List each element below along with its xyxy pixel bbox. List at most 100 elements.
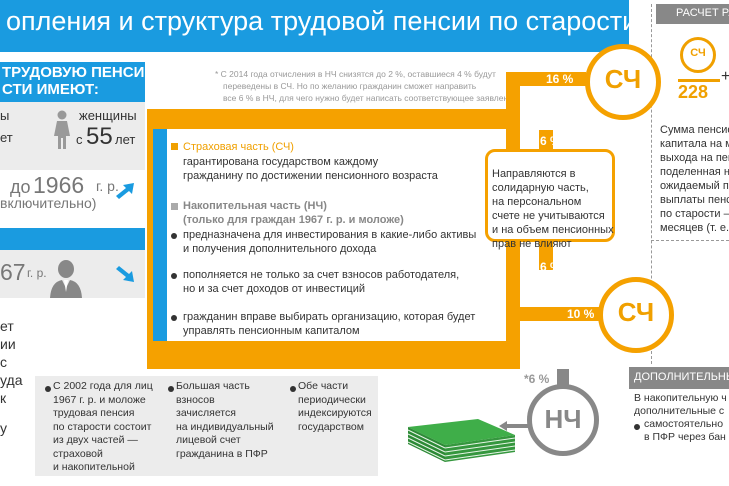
bottom-line: трудовая пенсия — [53, 407, 135, 419]
redirect-line: прав не влияют — [492, 238, 572, 250]
redirect-line: на персональном — [492, 196, 582, 208]
flow-line-10 — [520, 307, 600, 321]
footnote-line: все 6 % в НЧ, для чего нужно будет напис… — [223, 93, 518, 103]
page-title: опления и структура трудовой пенсии по с… — [6, 6, 638, 36]
nc-title-line: (только для граждан 1967 г. р. и моложе) — [183, 214, 404, 226]
pct-16: 16 % — [546, 72, 574, 86]
calc-desc-line: поделенная на — [660, 166, 729, 178]
man-icon — [48, 258, 84, 303]
nc-bullet-1: предназначена для инвестирования в какие… — [183, 228, 476, 256]
calc-description: Сумма пенсио капитала на м выхода на пен… — [660, 123, 729, 235]
bullet-line: управлять пенсионным капиталом — [183, 325, 360, 337]
left-title-line: СТИ ИМЕЮТ: — [2, 81, 99, 98]
sc-bullet-square — [171, 143, 178, 150]
redirect-line: солидарную часть, — [492, 182, 589, 194]
calc-desc-line: месяцев (т. е. 1 — [660, 222, 729, 234]
women-let: лет — [115, 132, 136, 147]
bullet-line: предназначена для инвестирования в какие… — [183, 229, 477, 241]
bottom-col-3: Обе части периодически индексируются гос… — [298, 380, 372, 434]
bullet-dot — [171, 273, 177, 279]
left-title-band — [0, 62, 145, 102]
pct-6-mid: 6 % — [540, 260, 561, 274]
left-separator-band — [0, 228, 145, 250]
calc-title: РАСЧЕТ РАЗ — [676, 7, 729, 19]
calc-desc-line: выхода на пен — [660, 152, 729, 164]
sc-circle-bottom-label: СЧ — [617, 297, 655, 327]
women-label: женщины — [79, 108, 137, 123]
footnote: * С 2014 года отчисления в НЧ снизятся д… — [215, 68, 518, 104]
dashed-divider — [651, 240, 729, 241]
flow-line-to-redirect — [539, 130, 553, 150]
bottom-line: взносов — [176, 393, 215, 406]
arrow-down-right-icon — [114, 265, 136, 290]
bottom-line: Обе части — [298, 380, 349, 392]
flow-line-from-redirect — [539, 242, 553, 270]
bullet-line: и получения дополнительного дохода — [183, 243, 377, 255]
left-fragment: с — [0, 354, 7, 370]
women-age: 55 — [86, 123, 113, 150]
left-fragment: у — [0, 420, 7, 436]
do-label: до — [10, 177, 31, 197]
bottom-line: на индивидуальный — [176, 420, 274, 433]
sc-description: гарантирована государством каждому гражд… — [183, 155, 438, 183]
bottom-line: Большая часть — [176, 380, 250, 392]
extra-header — [629, 367, 729, 389]
calc-plus: + — [721, 68, 729, 85]
bottom-line: по старости состоит — [53, 420, 152, 433]
extra-line: самостоятельно — [644, 418, 724, 430]
bottom-line: и накопительной — [53, 461, 135, 473]
bullet-dot — [171, 233, 177, 239]
calc-desc-line: выплаты пенси — [660, 194, 729, 206]
left-title-line: ТРУДОВУЮ ПЕНСИЮ — [2, 64, 160, 81]
bottom-line: С 2002 года для лиц — [53, 380, 153, 392]
nc-bullet-3: гражданин вправе выбирать организацию, к… — [183, 310, 475, 338]
pct-6-top: 6 % — [540, 134, 561, 148]
inclusive-label: включительно) — [0, 195, 97, 211]
flow-line-to-nc — [557, 369, 569, 387]
calc-sc-circle — [680, 37, 716, 73]
redirect-box — [485, 149, 615, 242]
pct-10: 10 % — [567, 307, 595, 321]
bullet-dot — [45, 386, 51, 392]
nc-circle — [527, 384, 599, 456]
bullet-dot — [290, 386, 296, 392]
dashed-divider — [651, 4, 652, 364]
left-fragment: ет — [0, 318, 14, 334]
left-title: ТРУДОВУЮ ПЕНСИЮ СТИ ИМЕЮТ: — [2, 64, 160, 98]
bottom-line: индексируются — [298, 407, 372, 419]
sc-desc-line: гражданину по достижении пенсионного воз… — [183, 170, 438, 182]
bottom-line: из двух частей — — [53, 434, 138, 446]
sc-circle-top — [585, 44, 661, 120]
bottom-col-2: Большая часть взносов зачисляется на инд… — [176, 380, 274, 461]
year-1966: 1966 — [33, 172, 85, 198]
bullet-dot — [168, 386, 174, 392]
arrow-up-right-icon — [114, 180, 136, 205]
extra-line: В накопительную ч — [634, 392, 727, 404]
bullet-dot — [171, 315, 177, 321]
men-label: ы — [0, 108, 10, 123]
bottom-line: лицевой счет — [176, 434, 241, 446]
bottom-line: периодически — [298, 393, 366, 406]
blue-strip — [153, 129, 167, 341]
pct-6-bottom: *6 % — [524, 372, 550, 386]
nc-title: Накопительная часть (НЧ) (только для гра… — [183, 199, 404, 227]
money-stack-icon — [403, 405, 518, 470]
bottom-line: страховой — [53, 447, 103, 460]
calc-circle-label: СЧ — [690, 47, 706, 59]
footnote-line: * С 2014 года отчисления в НЧ снизятся д… — [215, 69, 496, 79]
redirect-line: и на объем пенсионных — [492, 224, 614, 236]
pension-structure-content — [167, 129, 506, 341]
left-fragment: к — [0, 390, 7, 406]
gr-label: г. р. — [96, 178, 119, 194]
header-bar — [0, 0, 629, 52]
sc-circle-bottom — [598, 277, 674, 353]
woman-icon — [52, 110, 72, 155]
sc-desc-line: гарантирована государством каждому — [183, 156, 379, 168]
extra-title: ДОПОЛНИТЕЛЬНЫ — [634, 371, 729, 383]
bottom-line: гражданина в ПФР — [176, 447, 268, 460]
nc-bullet-2: пополняется не только за счет взносов ра… — [183, 268, 459, 296]
calc-divisor: 228 — [678, 82, 709, 102]
redirect-line: Направляются в — [492, 168, 576, 180]
left-fragment: уда — [0, 372, 23, 388]
calc-desc-line: ожидаемый пе — [660, 180, 729, 192]
